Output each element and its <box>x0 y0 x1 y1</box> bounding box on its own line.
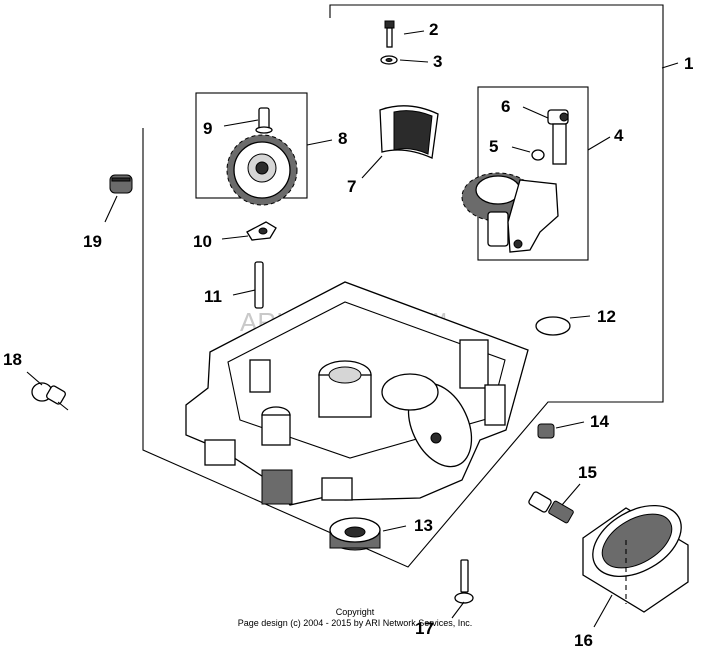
footer-copyright: Copyright <box>336 607 375 617</box>
part-11-shaft[interactable] <box>254 261 264 309</box>
part-14-fitting[interactable] <box>537 423 555 439</box>
callout-12: 12 <box>597 307 616 326</box>
callout-7: 7 <box>347 177 356 196</box>
callout-15: 15 <box>578 463 597 482</box>
callout-5: 5 <box>489 137 498 156</box>
part-15-adapter[interactable] <box>528 491 574 524</box>
callout-14: 14 <box>590 412 609 431</box>
part-7-bearing-shell[interactable] <box>379 105 439 159</box>
callout-4: 4 <box>614 126 624 145</box>
callout-17: 17 <box>415 619 434 638</box>
callout-9: 9 <box>203 119 212 138</box>
part-3-washer[interactable] <box>380 55 398 65</box>
callout-2: 2 <box>429 20 438 39</box>
part-13-oil-seal[interactable] <box>329 517 381 551</box>
callout-1: 1 <box>684 54 693 73</box>
leader-lines <box>26 30 679 628</box>
part-5-o-ring[interactable] <box>531 149 545 161</box>
callout-10: 10 <box>193 232 212 251</box>
callout-16: 16 <box>574 631 593 650</box>
crankcase-housing <box>185 281 529 506</box>
callout-11: 11 <box>204 287 222 306</box>
part-16-oil-filter[interactable] <box>580 491 693 613</box>
part-8-gear[interactable] <box>226 134 298 206</box>
part-18-sensor[interactable] <box>31 382 69 411</box>
part-2-bolt[interactable] <box>384 20 395 48</box>
part-4-oil-pump[interactable] <box>461 172 559 253</box>
callout-19: 19 <box>83 232 102 251</box>
callout-18: 18 <box>3 350 22 369</box>
part-12-o-ring[interactable] <box>535 316 571 336</box>
footer-page-design: Page design (c) 2004 - 2015 by ARI Netwo… <box>238 618 473 628</box>
callout-6: 6 <box>501 97 510 116</box>
part-6-valve-fitting[interactable] <box>547 109 569 165</box>
part-17-screw[interactable] <box>454 559 474 604</box>
callout-3: 3 <box>433 52 442 71</box>
part-10-tab-washer[interactable] <box>246 221 277 241</box>
callout-8: 8 <box>338 129 347 148</box>
part-9-pin[interactable] <box>255 107 273 134</box>
part-19-plug[interactable] <box>109 174 133 194</box>
oil-pump-subassembly-box <box>477 86 589 261</box>
assembly-outline <box>142 4 664 568</box>
callout-13: 13 <box>414 516 433 535</box>
